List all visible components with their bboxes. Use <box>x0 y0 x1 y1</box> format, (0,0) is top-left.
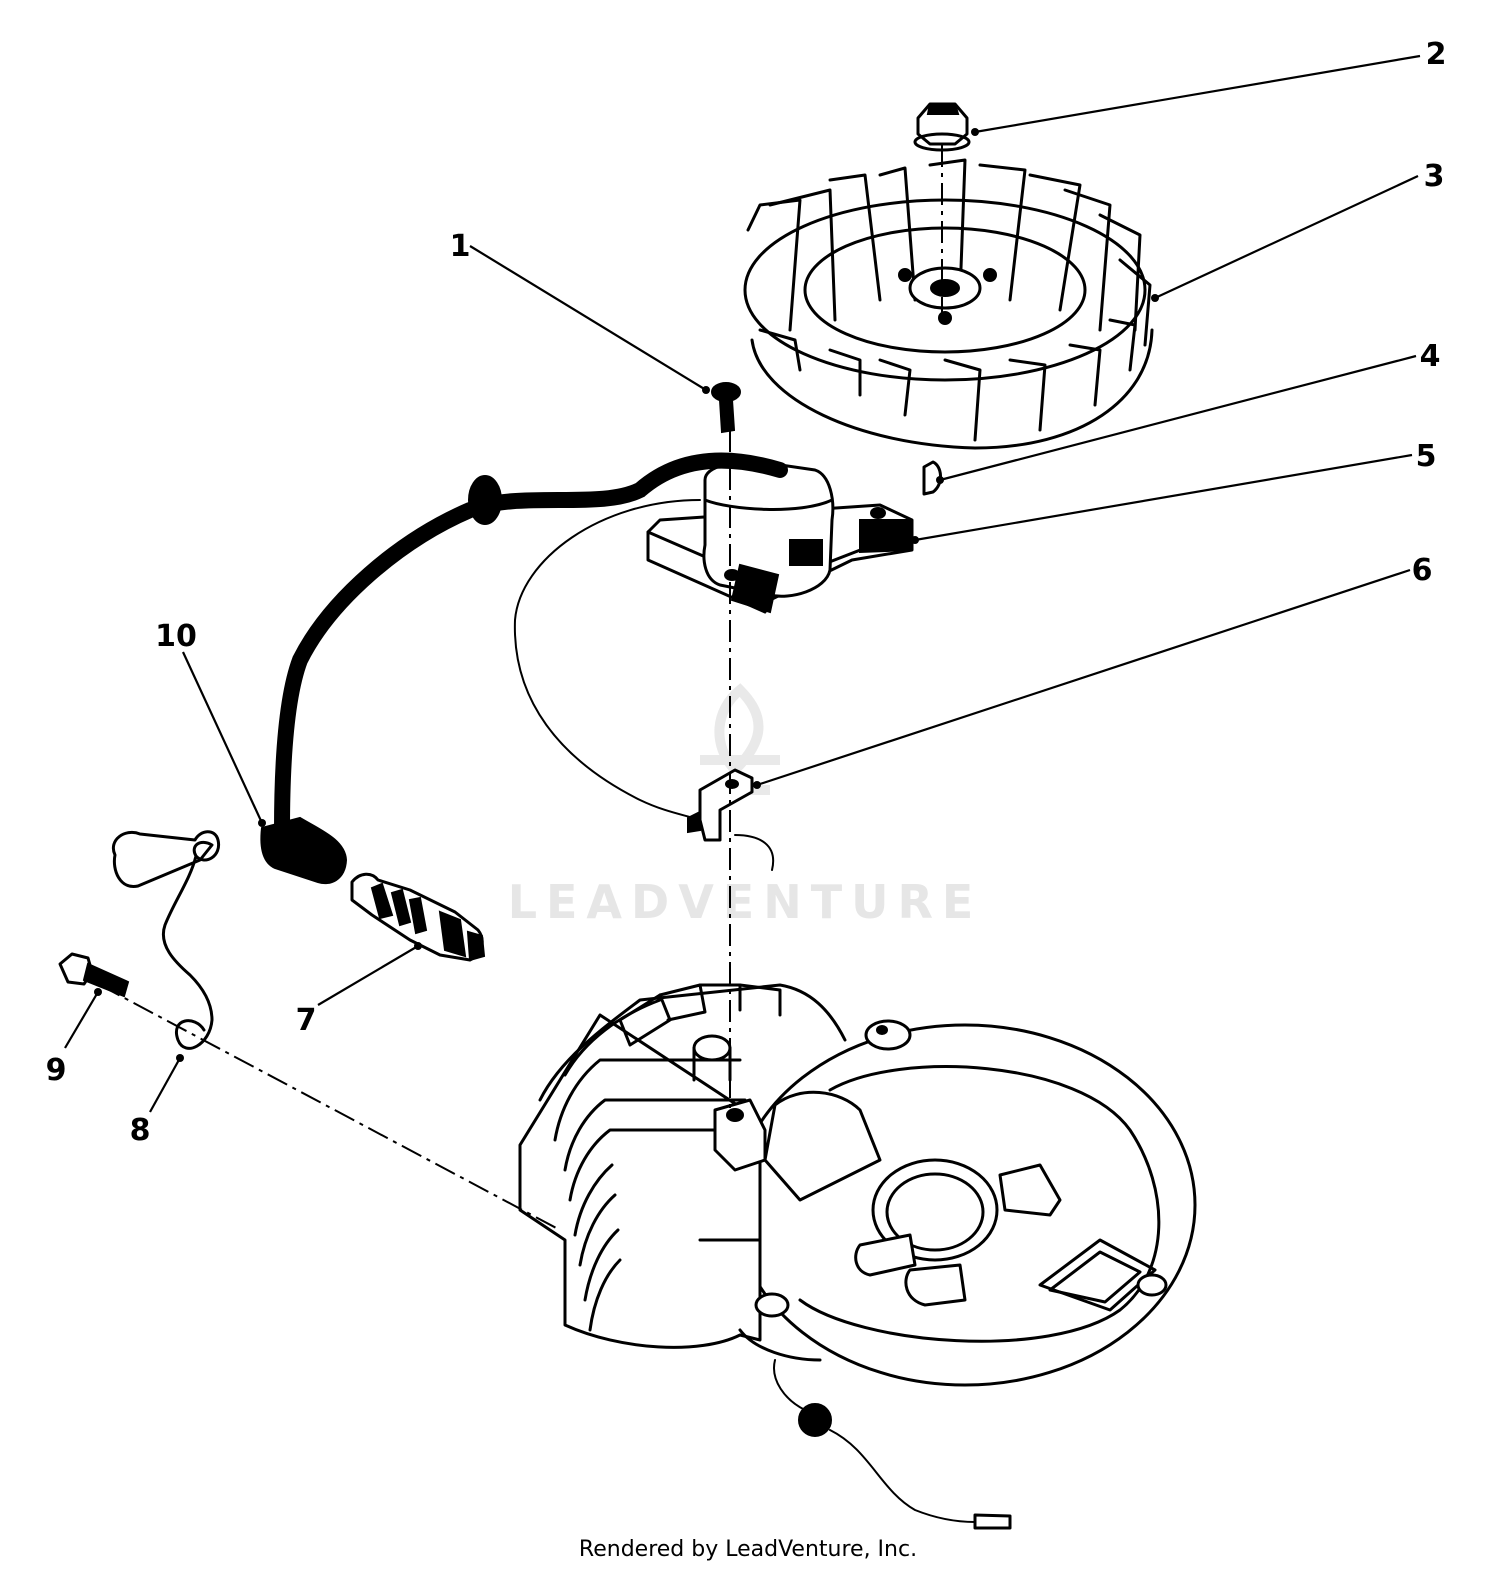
ground-wire <box>513 499 701 821</box>
bolt <box>58 952 130 998</box>
ground-lead <box>773 1359 1012 1530</box>
callout-8: 8 <box>130 1113 151 1148</box>
callout-5: 5 <box>1416 439 1437 474</box>
watermark: LEADVENTURE <box>508 683 983 929</box>
flywheel <box>743 158 1154 450</box>
ignition-module <box>646 460 914 614</box>
callout-6: 6 <box>1412 553 1433 588</box>
engine-block <box>518 983 1197 1387</box>
center-lines <box>99 145 943 1231</box>
callout-2: 2 <box>1426 37 1447 72</box>
callout-1: 1 <box>450 229 471 264</box>
spark-plug <box>350 872 486 962</box>
module-screw <box>711 382 741 434</box>
watermark-text: LEADVENTURE <box>508 875 983 929</box>
callout-7: 7 <box>296 1003 317 1038</box>
rendered-by-credit: Rendered by LeadVenture, Inc. <box>579 1537 917 1562</box>
leader-lines <box>64 54 1421 1113</box>
callout-4: 4 <box>1420 339 1441 374</box>
spark-plug-lead <box>260 452 788 885</box>
callouts: 1 2 3 4 5 6 7 8 9 10 <box>46 37 1447 1148</box>
callout-9: 9 <box>46 1053 67 1088</box>
wire-clip <box>687 768 775 871</box>
callout-3: 3 <box>1424 159 1445 194</box>
callout-10: 10 <box>155 619 197 654</box>
flywheel-nut <box>913 102 971 152</box>
shorting-clip <box>111 830 221 1050</box>
